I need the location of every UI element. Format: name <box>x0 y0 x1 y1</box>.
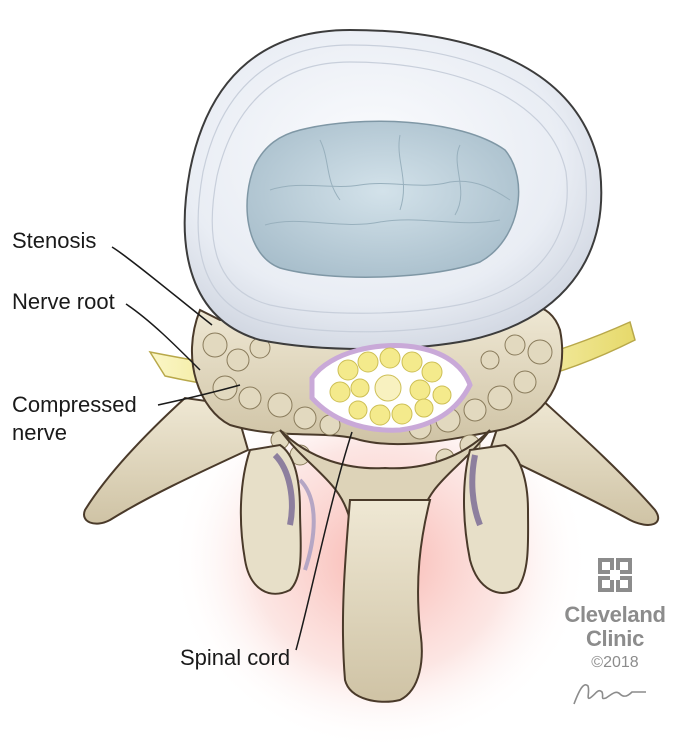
disc-nucleus <box>247 121 519 277</box>
stenosis-label: Stenosis <box>12 228 96 254</box>
compressed-nerve-label-line1: Compressed <box>12 392 137 418</box>
brand-name-line1: Cleveland <box>560 603 670 627</box>
artist-signature <box>570 678 650 708</box>
spinous-process <box>343 500 430 702</box>
copyright-year: ©2018 <box>560 653 670 673</box>
nerve-root-label: Nerve root <box>12 289 115 315</box>
cleveland-clinic-logo-icon <box>598 558 632 592</box>
spinal-cord-label: Spinal cord <box>180 645 290 671</box>
right-facet-joint <box>464 445 528 593</box>
compressed-nerve-label-line2: nerve <box>12 420 67 446</box>
brand-name-line2: Clinic <box>560 627 670 651</box>
cleveland-clinic-brand: Cleveland Clinic ©2018 <box>560 558 670 673</box>
